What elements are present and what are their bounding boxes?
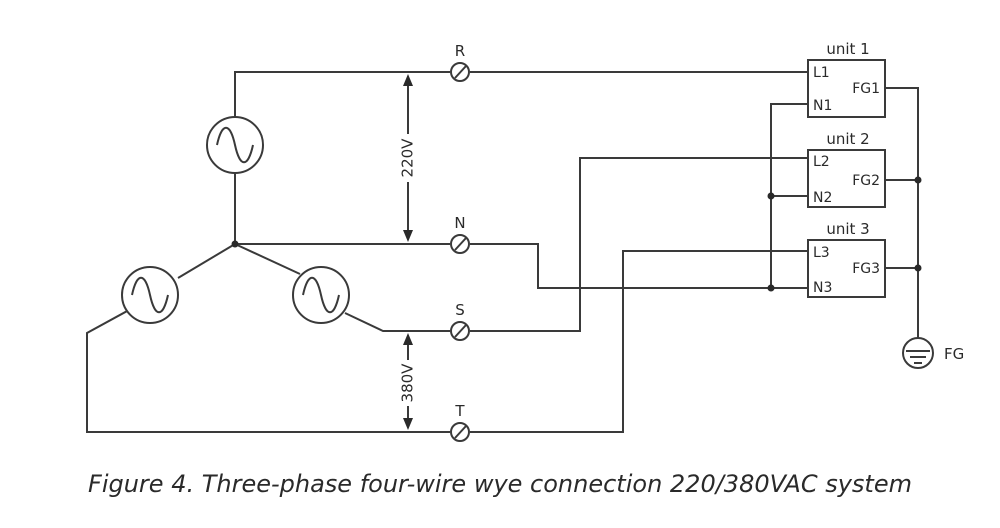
unit-3-box xyxy=(807,239,886,298)
unit-1-ground-label: FG1 xyxy=(852,81,880,97)
terminal-n xyxy=(450,234,470,254)
ac-source-t xyxy=(121,266,179,324)
unit-2-title: unit 2 xyxy=(826,130,869,148)
unit-3-title: unit 3 xyxy=(826,220,869,238)
voltage-380-arrow xyxy=(398,333,418,430)
unit-1-line-label: L1 xyxy=(813,65,830,81)
n-junction-3 xyxy=(767,284,775,292)
source-wiring xyxy=(86,71,450,433)
distribution-wiring xyxy=(470,71,919,433)
figure-caption: Figure 4. Three-phase four-wire wye conn… xyxy=(88,470,912,498)
unit-1-box xyxy=(807,59,886,118)
voltage-220-label: 220V xyxy=(399,138,417,178)
unit-1-neutral-label: N1 xyxy=(813,98,832,114)
unit-2-line-label: L2 xyxy=(813,154,830,170)
neutral-star-point xyxy=(231,240,239,248)
fg-junction-2 xyxy=(914,176,922,184)
ground-icon xyxy=(902,337,934,369)
terminal-n-label: N xyxy=(454,214,465,232)
terminal-r xyxy=(450,62,470,82)
terminal-s-label: S xyxy=(455,301,465,319)
n-junction-2 xyxy=(767,192,775,200)
terminal-r-label: R xyxy=(455,42,465,60)
ac-source-r xyxy=(206,116,264,174)
unit-2-box xyxy=(807,149,886,208)
terminal-t xyxy=(450,422,470,442)
terminal-t-label: T xyxy=(454,402,465,420)
unit-2-neutral-label: N2 xyxy=(813,190,832,206)
unit-2-ground-label: FG2 xyxy=(852,173,880,189)
fg-junction-3 xyxy=(914,264,922,272)
terminal-s xyxy=(450,321,470,341)
ac-source-s xyxy=(292,266,350,324)
voltage-380-label: 380V xyxy=(399,363,417,403)
unit-1-title: unit 1 xyxy=(826,40,869,58)
voltage-220-arrow xyxy=(398,74,418,242)
unit-3-ground-label: FG3 xyxy=(852,261,880,277)
unit-3-neutral-label: N3 xyxy=(813,280,832,296)
ground-label: FG xyxy=(944,345,964,363)
unit-3-line-label: L3 xyxy=(813,245,830,261)
